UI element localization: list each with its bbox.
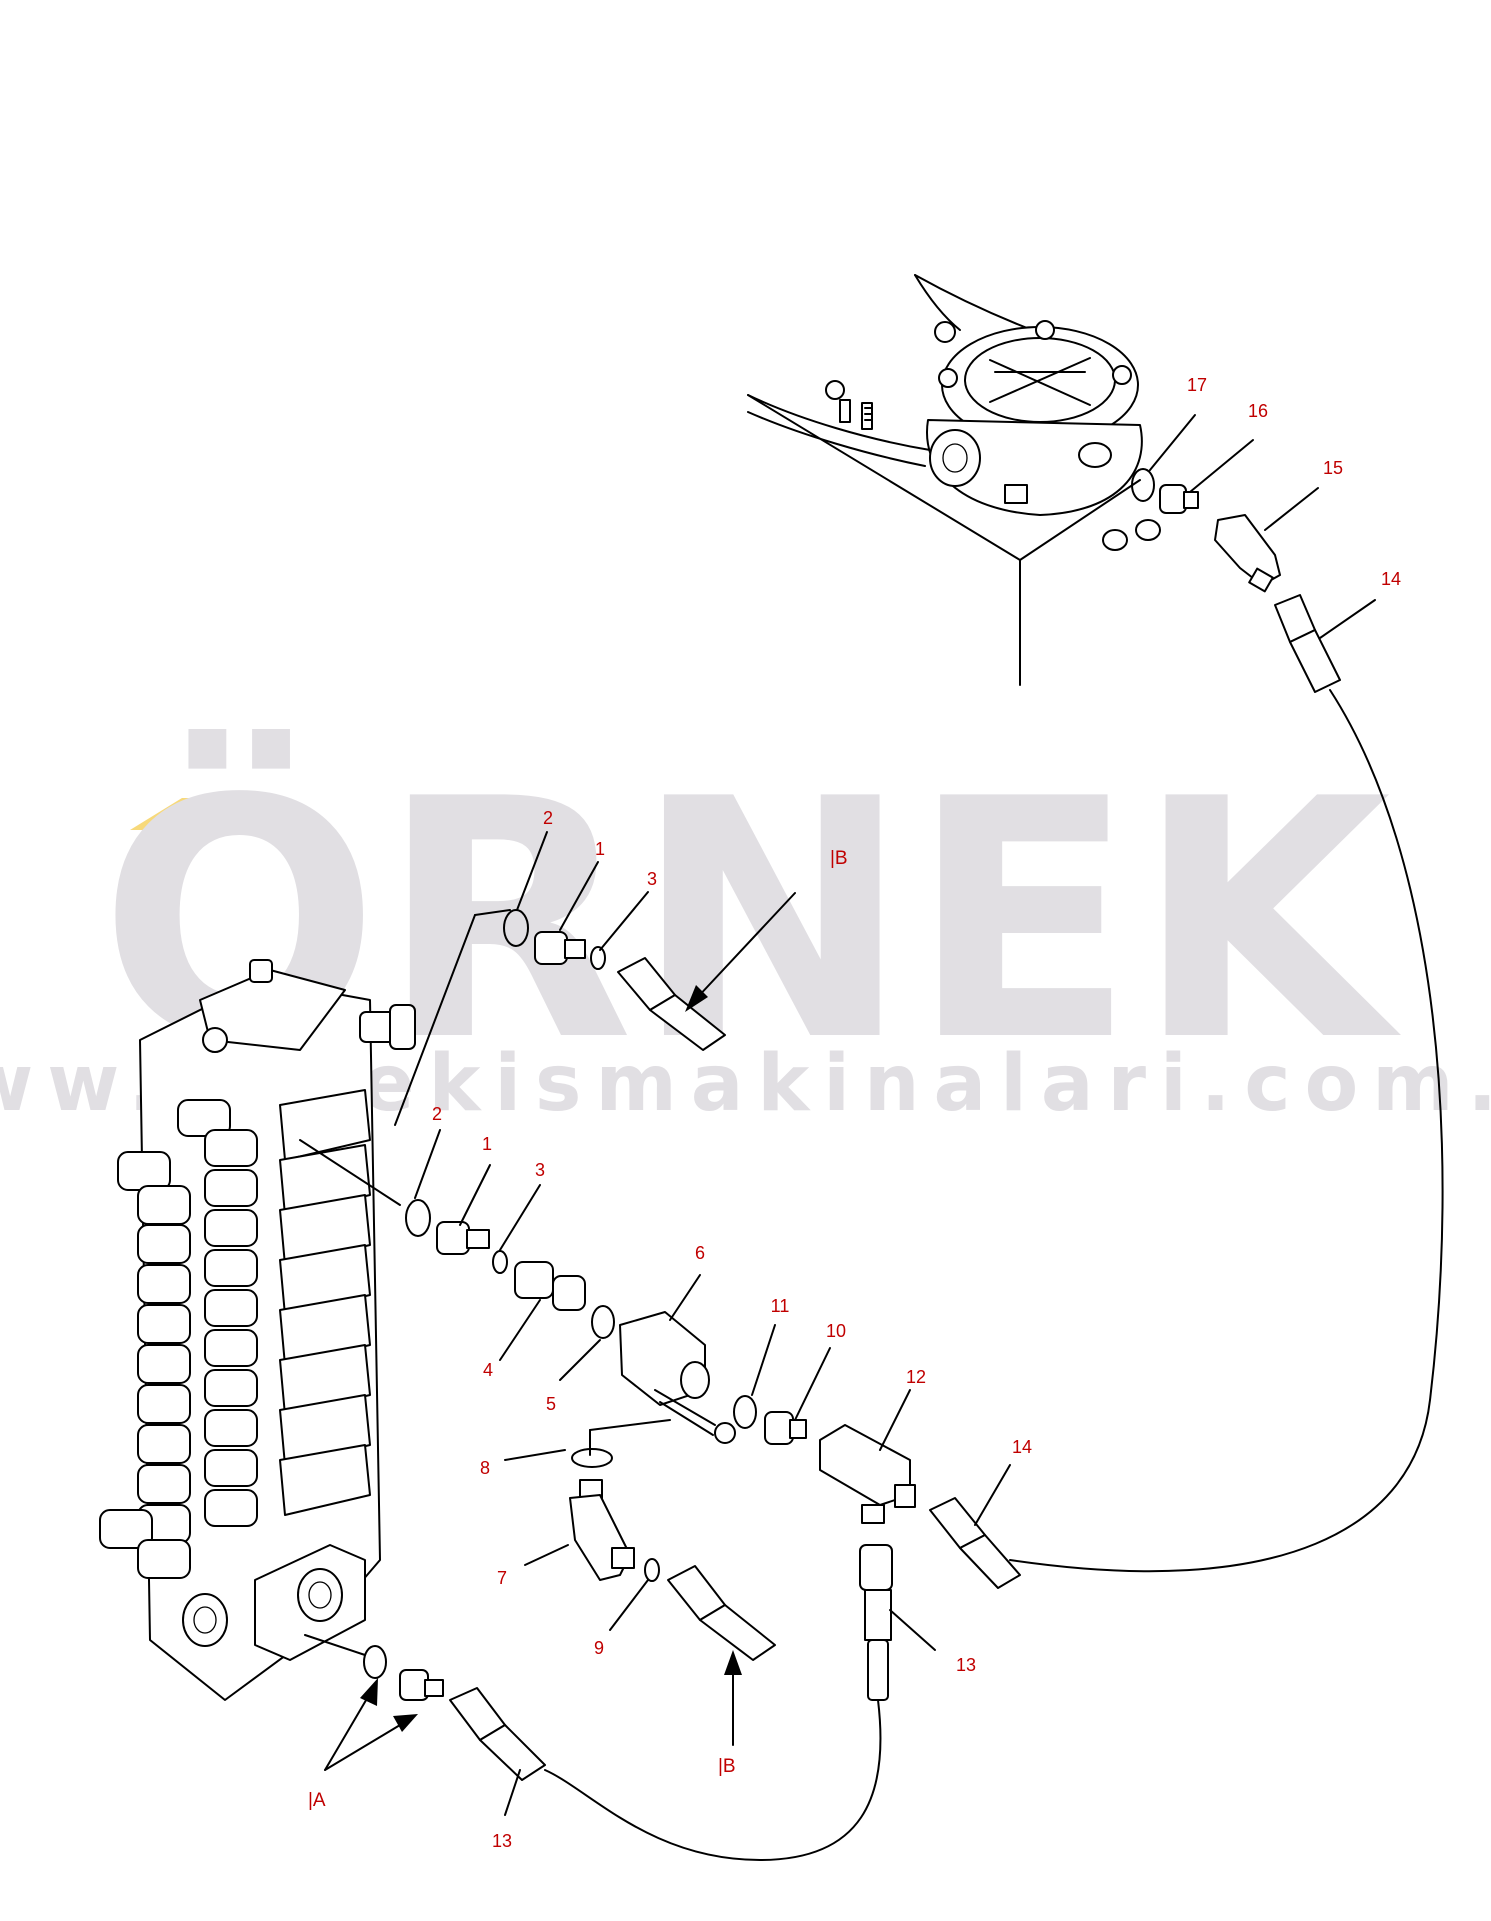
callout-13-bottom: 13: [492, 1831, 512, 1851]
o-ring-3-top: [590, 946, 606, 970]
bottom-block: [182, 1544, 366, 1661]
connector-1-mid: [436, 1221, 490, 1255]
view-arrows: [324, 892, 796, 1771]
hose-fitting-14-upper: [1274, 594, 1341, 693]
connector-1-top: [534, 931, 586, 965]
hose-fitting-13-right: [859, 1544, 893, 1701]
o-ring-9: [644, 1558, 660, 1582]
top-fitting-group: [503, 909, 726, 1051]
callout-8: 8: [480, 1458, 490, 1478]
valve-6: [619, 1311, 736, 1444]
tee-12: [819, 1424, 916, 1524]
hose-fitting-b-top: [617, 957, 726, 1051]
callout-2-top: 2: [543, 808, 553, 828]
callout-numbers: 2 1 3 2 1 3 4 5 6 11 10 12 14 13 8 7 9 1…: [432, 375, 1401, 1851]
callout-17: 17: [1187, 375, 1207, 395]
callout-1-mid: 1: [482, 1134, 492, 1154]
spool-caps-right: [177, 1099, 258, 1527]
callout-3-top: 3: [647, 869, 657, 889]
view-label-a: |A: [308, 1790, 326, 1811]
o-ring-17: [1131, 468, 1155, 502]
callout-9: 9: [594, 1638, 604, 1658]
elbow-15: [1214, 514, 1281, 593]
callout-3-mid: 3: [535, 1160, 545, 1180]
watermark-accent-right: [200, 798, 284, 830]
o-ring-2-mid: [405, 1199, 431, 1237]
o-ring-bottom: [363, 1645, 387, 1679]
callout-13-right: 13: [956, 1655, 976, 1675]
callout-16: 16: [1248, 401, 1268, 421]
hose-fitting-13-bottom: [449, 1687, 546, 1781]
o-ring-3-mid: [492, 1250, 508, 1274]
hose-13-loop: [544, 1699, 882, 1861]
leader-lines: [414, 414, 1376, 1816]
watermark-accent-left: [130, 798, 214, 830]
hose-fitting-14-lower: [929, 1497, 1021, 1589]
spool-caps-left: [99, 1151, 191, 1579]
callout-12: 12: [906, 1367, 926, 1387]
callout-2-mid: 2: [432, 1104, 442, 1124]
callout-1-top: 1: [595, 839, 605, 859]
hose-upper-to-lower: [1009, 689, 1444, 1573]
callout-11: 11: [771, 1296, 790, 1316]
lower-middle-group: [569, 1419, 776, 1661]
view-label-b-top: |B: [830, 848, 848, 869]
view-labels: |B |B |A: [308, 848, 848, 1811]
hose-fitting-b-bottom: [667, 1565, 776, 1661]
callout-10: 10: [826, 1321, 846, 1341]
view-label-b-bottom: |B: [718, 1756, 736, 1777]
callout-6: 6: [695, 1243, 705, 1263]
connector-bottom: [399, 1669, 444, 1701]
adapter-4: [514, 1261, 586, 1311]
connector-10: [764, 1411, 807, 1445]
bottom-left-group: [363, 1645, 546, 1781]
callout-4: 4: [483, 1360, 493, 1380]
middle-fitting-chain: [405, 1199, 1021, 1589]
callout-15: 15: [1323, 458, 1343, 478]
control-valve: [99, 959, 416, 1701]
section-plates: [279, 1089, 371, 1516]
callout-7: 7: [497, 1568, 507, 1588]
o-ring-11: [733, 1395, 757, 1429]
callout-14-upper: 14: [1381, 569, 1401, 589]
o-ring-8: [571, 1448, 613, 1468]
elbow-7: [569, 1479, 635, 1581]
callout-5: 5: [546, 1394, 556, 1414]
swivel-housing-assembly: [747, 274, 1161, 686]
callout-14-lower: 14: [1012, 1437, 1032, 1457]
o-ring-5: [591, 1305, 615, 1339]
connector-16: [1159, 484, 1199, 514]
upper-fittings: [1131, 468, 1341, 693]
